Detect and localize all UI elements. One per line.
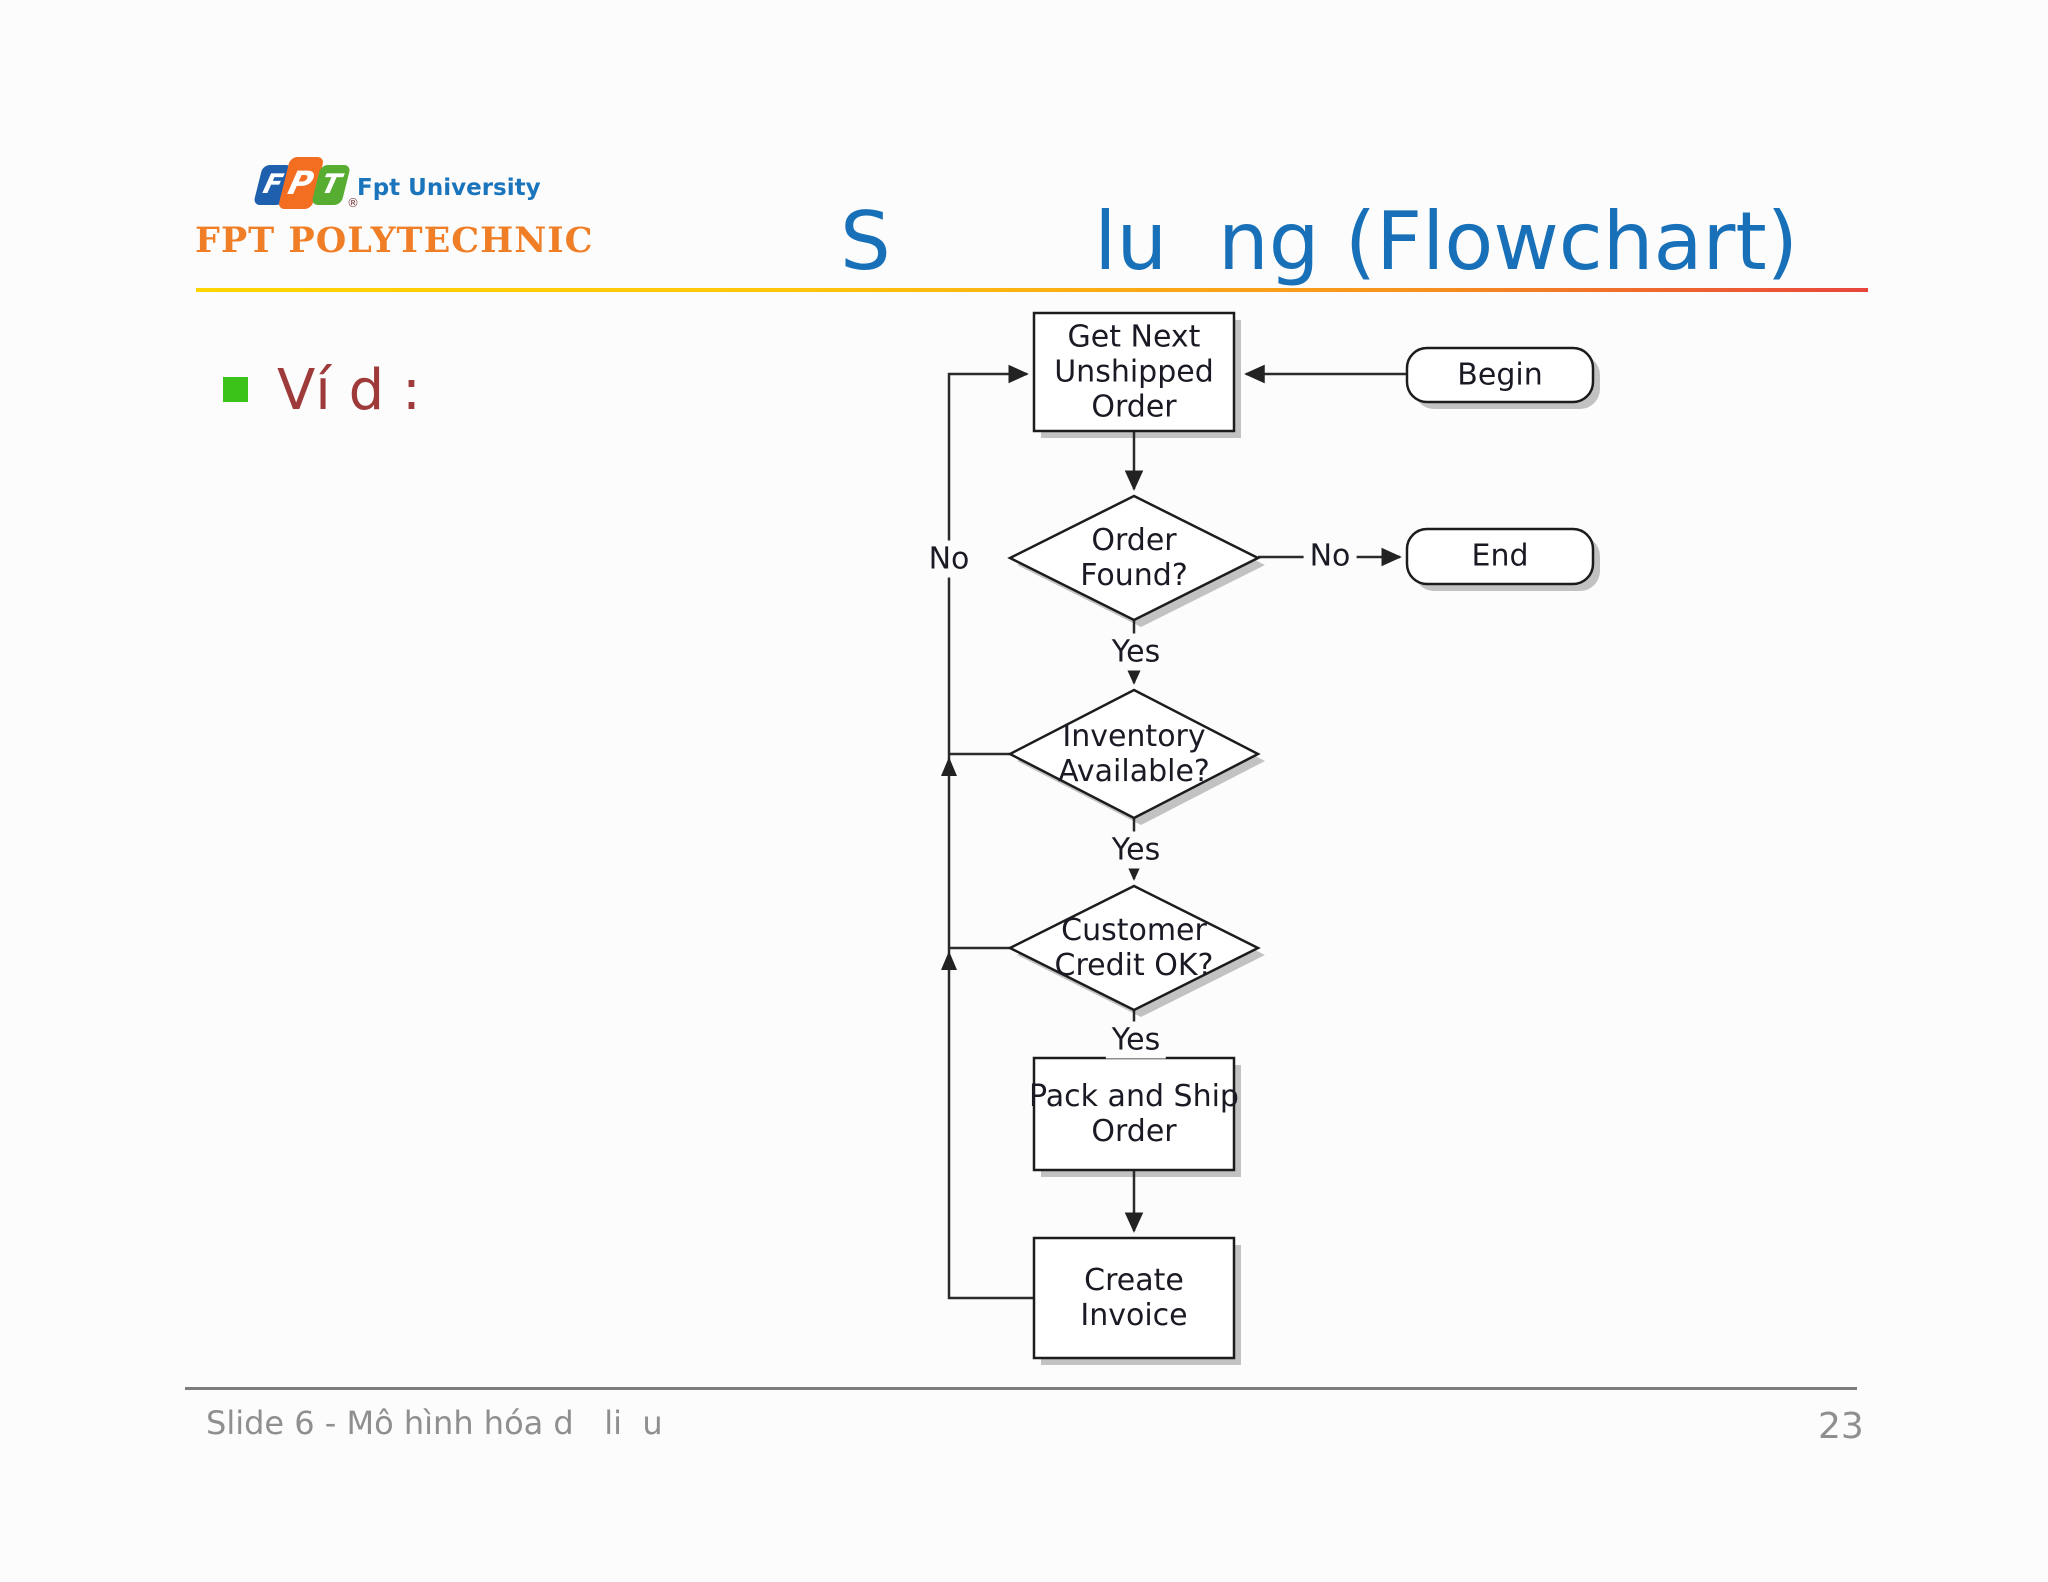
node-inventory-shape (1007, 688, 1261, 820)
footer-divider (185, 1387, 1857, 1390)
edge-label-no-end: No (1303, 537, 1357, 575)
node-end-shape (1405, 527, 1595, 586)
node-get-next-order-shape (1032, 311, 1236, 433)
edge-label-yes-order: Yes (1105, 633, 1167, 671)
edge-label-yes-credit: Yes (1105, 1021, 1167, 1059)
bullet-text: Ví d : (277, 358, 421, 423)
edge-label-yes-inventory: Yes (1105, 831, 1167, 869)
node-end-label: End (1471, 538, 1529, 574)
bullet-square-icon (223, 377, 248, 402)
node-pack-ship-shape (1032, 1056, 1236, 1172)
edge-label-no-loop: No (922, 540, 976, 578)
node-inventory-label: Inventory Available? (1058, 719, 1210, 789)
title-underline (196, 288, 1868, 292)
flowchart-shadows (1017, 320, 1600, 1365)
node-pack-ship-label: Pack and Ship Order (1029, 1079, 1239, 1149)
page-number: 23 (1818, 1406, 1864, 1447)
node-create-invoice-shape (1032, 1236, 1236, 1360)
node-credit-label: Customer Credit OK? (1054, 913, 1214, 983)
flowchart-nodes (1007, 311, 1595, 1360)
fpt-university-label: Fpt University (357, 175, 541, 201)
loop-merge-arrowheads (941, 757, 957, 970)
node-begin-shape (1405, 346, 1595, 404)
footer-slide-title: Slide 6 - Mô hình hóa d li u (206, 1404, 663, 1442)
node-credit-shape (1007, 884, 1261, 1012)
page-title: S lu ng (Flowchart) (840, 195, 1798, 288)
node-get-next-order-label: Get Next Unshipped Order (1054, 319, 1214, 425)
fpt-polytechnic-label: FPT POLYTECHNIC (195, 220, 594, 261)
node-order-found-label: Order Found? (1080, 523, 1188, 593)
node-order-found-shape (1007, 494, 1261, 622)
node-begin-label: Begin (1457, 357, 1543, 393)
node-create-invoice-label: Create Invoice (1080, 1263, 1188, 1333)
registered-trademark-mark: ® (347, 196, 359, 210)
